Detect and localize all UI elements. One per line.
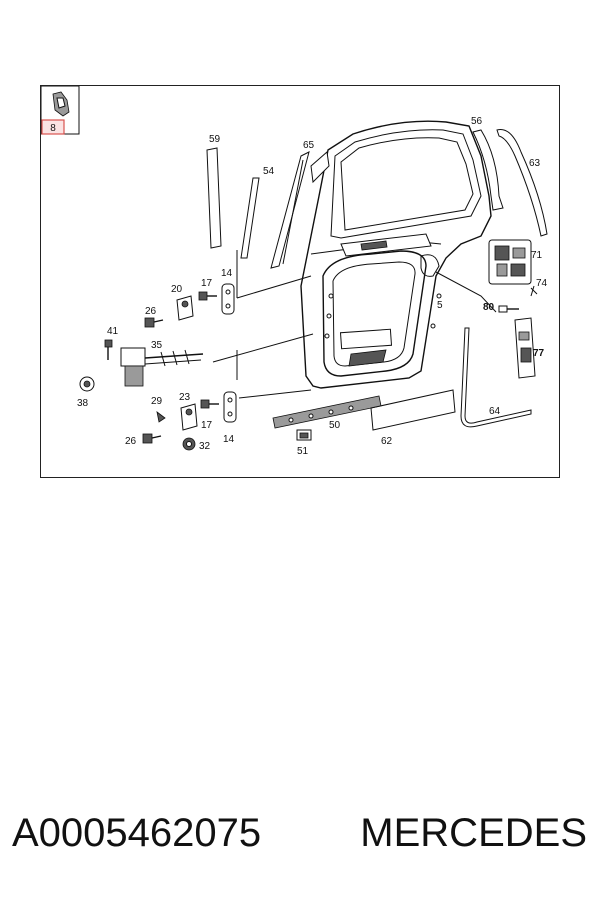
part-41-bolt[interactable]: 41 xyxy=(104,326,119,360)
callout-32: 32 xyxy=(199,441,211,452)
callout-77: 77 xyxy=(533,348,545,359)
part-32-nut[interactable]: 32 xyxy=(182,437,211,452)
callout-54: 54 xyxy=(263,166,275,177)
callout-14-upper: 14 xyxy=(221,268,233,279)
callout-62: 62 xyxy=(381,436,393,447)
callout-17-lower: 17 xyxy=(201,420,213,431)
callout-17-upper: 17 xyxy=(201,278,213,289)
door-exploded-view: 8 59 54 65 xyxy=(41,86,548,457)
callout-29: 29 xyxy=(151,396,163,407)
callout-20: 20 xyxy=(171,284,183,295)
callout-51: 51 xyxy=(297,446,309,457)
part-14-hinge-plate-upper[interactable]: 14 xyxy=(221,268,235,315)
part-number: A0005462075 xyxy=(12,811,262,855)
parts-diagram: 8 59 54 65 xyxy=(40,85,560,478)
part-64-weatherstrip[interactable]: 64 xyxy=(460,327,532,428)
callout-41: 41 xyxy=(107,326,119,337)
part-63-seal-strip[interactable]: 63 xyxy=(496,128,548,237)
callout-65: 65 xyxy=(303,140,315,151)
part-51-clip[interactable]: 51 xyxy=(296,429,312,457)
callout-14-lower: 14 xyxy=(223,434,235,445)
part-71-lock[interactable]: 71 xyxy=(488,239,543,285)
part-14-hinge-plate-lower[interactable]: 14 xyxy=(223,391,237,445)
callout-56: 56 xyxy=(471,116,483,127)
callout-5: 5 xyxy=(437,300,443,311)
thumbnail-reference[interactable]: 8 xyxy=(41,86,80,135)
callout-38: 38 xyxy=(77,398,89,409)
part-5-door[interactable]: 5 xyxy=(435,271,497,313)
part-59-trim[interactable]: 59 xyxy=(206,134,222,249)
callout-50: 50 xyxy=(329,420,341,431)
part-23-hinge-lower[interactable]: 23 xyxy=(179,392,198,431)
brand-name: MERCEDES xyxy=(360,811,587,855)
part-35-door-check[interactable]: 35 xyxy=(120,340,204,387)
callout-35: 35 xyxy=(151,340,163,351)
door-shell xyxy=(300,120,492,389)
part-20-hinge-upper[interactable]: 20 xyxy=(171,284,194,321)
part-26-screw-upper[interactable]: 26 xyxy=(144,306,164,328)
callout-23: 23 xyxy=(179,392,191,403)
callout-71: 71 xyxy=(531,250,543,261)
part-65-guide[interactable]: 65 xyxy=(270,140,315,269)
callout-74: 74 xyxy=(536,278,548,289)
footer: A0005462075 MERCEDES xyxy=(0,808,600,858)
part-29-screw[interactable]: 29 xyxy=(151,396,166,423)
part-80-bolt[interactable]: 80 xyxy=(483,302,519,313)
callout-26-lower: 26 xyxy=(125,436,137,447)
part-50-trim-strip[interactable]: 50 xyxy=(272,395,382,431)
part-54-channel[interactable]: 54 xyxy=(240,166,275,259)
part-77-latch[interactable]: 77 xyxy=(514,317,545,379)
callout-26-upper: 26 xyxy=(145,306,157,317)
part-17-bolt-upper[interactable]: 17 xyxy=(198,278,217,301)
part-26-screw-lower[interactable]: 26 xyxy=(125,433,162,447)
part-62-membrane[interactable]: 62 xyxy=(370,389,456,447)
callout-63: 63 xyxy=(529,158,541,169)
part-17-bolt-lower[interactable]: 17 xyxy=(200,399,219,431)
thumbnail-badge[interactable] xyxy=(41,119,65,135)
callout-64: 64 xyxy=(489,406,501,417)
part-74-screw[interactable]: 74 xyxy=(530,278,548,297)
callout-59: 59 xyxy=(209,134,221,145)
thumbnail-label: 8 xyxy=(50,123,56,134)
part-38-nut[interactable]: 38 xyxy=(77,376,95,409)
part-56-seal[interactable]: 56 xyxy=(471,116,504,211)
callout-80: 80 xyxy=(483,302,495,313)
leader-lines xyxy=(212,250,314,399)
